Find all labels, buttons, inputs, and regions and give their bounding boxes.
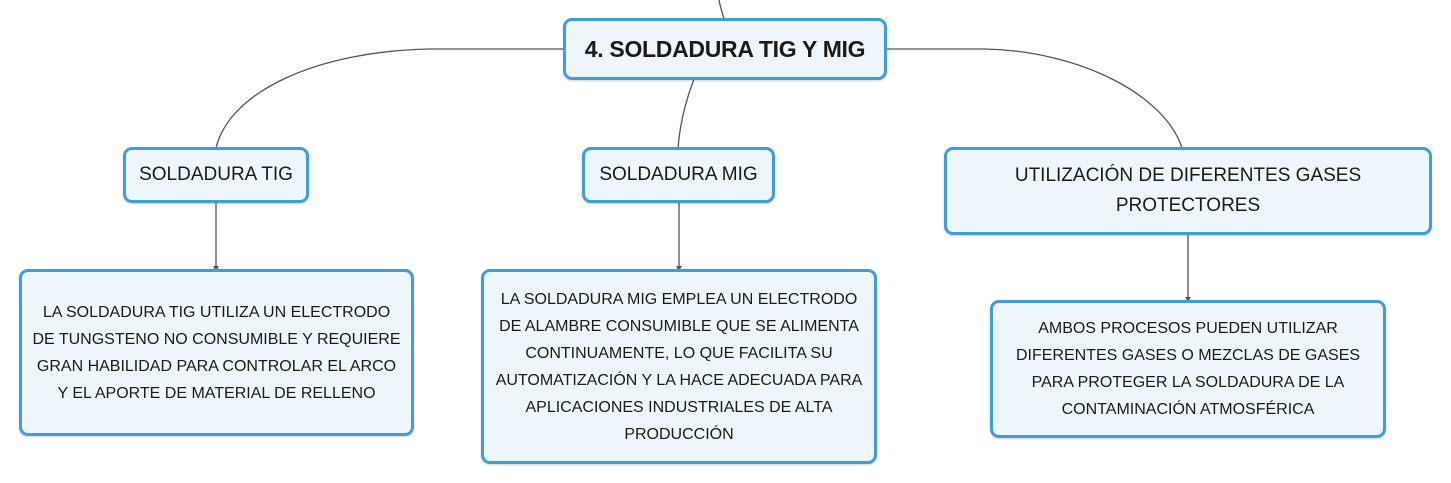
detail-gases-protectores[interactable]: AMBOS PROCESOS PUEDEN UTILIZAR DIFERENTE… bbox=[990, 300, 1386, 438]
arrowhead-mig bbox=[676, 266, 682, 271]
detail-soldadura-mig[interactable]: LA SOLDADURA MIG EMPLEA UN ELECTRODO DE … bbox=[481, 269, 877, 464]
arrowhead-gas bbox=[1185, 297, 1191, 302]
root-topic-node[interactable]: 4. SOLDADURA TIG Y MIG bbox=[563, 18, 887, 80]
connector-parent-to-root bbox=[718, 0, 725, 20]
detail-gases-protectores-text: AMBOS PROCESOS PUEDEN UTILIZAR DIFERENTE… bbox=[1015, 320, 1361, 418]
detail-soldadura-tig[interactable]: LA SOLDADURA TIG UTILIZA UN ELECTRODO DE… bbox=[19, 269, 414, 436]
connector-root-to-mig bbox=[677, 78, 695, 149]
topic-soldadura-mig[interactable]: SOLDADURA MIG bbox=[582, 147, 775, 203]
root-topic-title: 4. SOLDADURA TIG Y MIG bbox=[584, 35, 866, 62]
topic-gases-protectores[interactable]: UTILIZACIÓN DE DIFERENTES GASES PROTECTO… bbox=[944, 147, 1432, 235]
connector-root-to-gas bbox=[885, 48, 1183, 149]
arrowhead-tig bbox=[213, 266, 219, 271]
topic-soldadura-tig[interactable]: SOLDADURA TIG bbox=[123, 147, 309, 203]
detail-soldadura-mig-text: LA SOLDADURA MIG EMPLEA UN ELECTRODO DE … bbox=[495, 290, 863, 443]
topic-soldadura-mig-label: SOLDADURA MIG bbox=[599, 164, 758, 185]
topic-gases-protectores-label: UTILIZACIÓN DE DIFERENTES GASES PROTECTO… bbox=[1014, 165, 1362, 216]
connector-root-to-tig bbox=[215, 48, 565, 149]
topic-soldadura-tig-label: SOLDADURA TIG bbox=[139, 164, 293, 185]
detail-soldadura-tig-text: LA SOLDADURA TIG UTILIZA UN ELECTRODO DE… bbox=[32, 303, 401, 402]
